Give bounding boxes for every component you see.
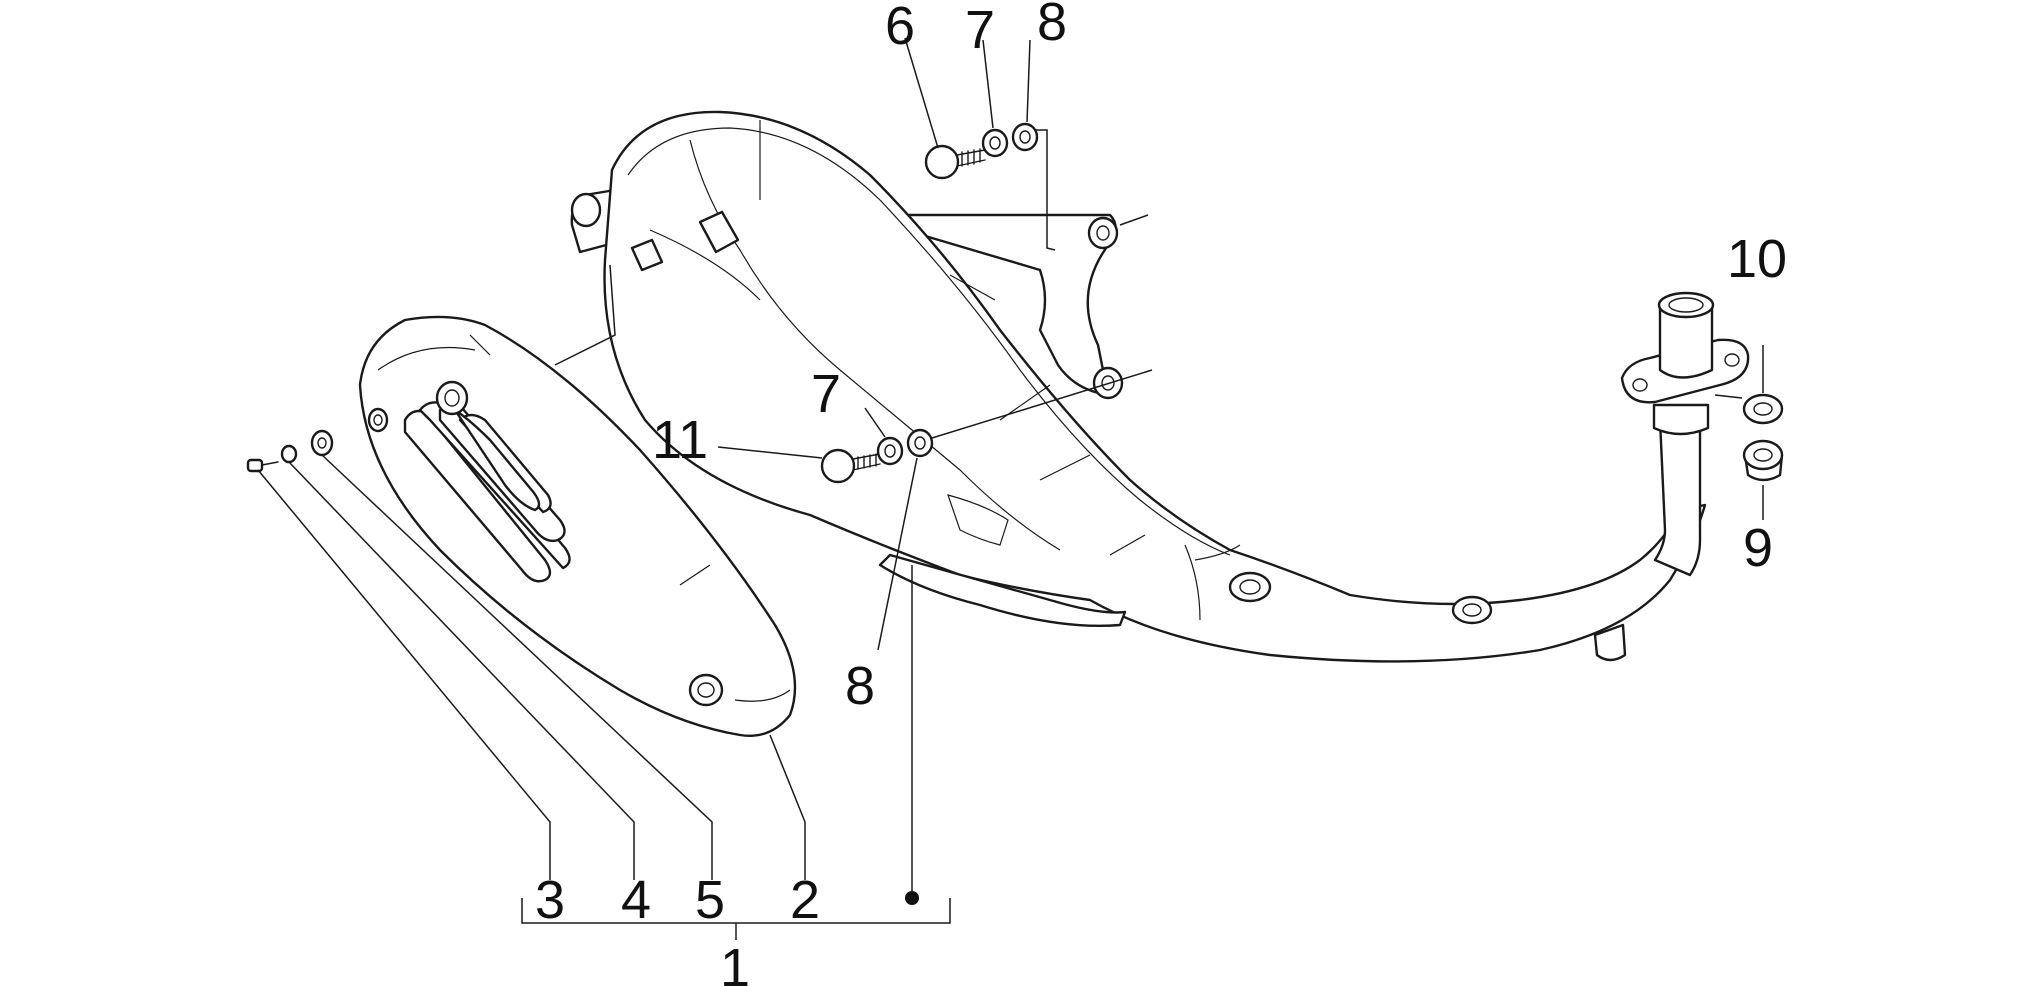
callout-11: 11 — [652, 410, 708, 470]
callout-labels: 6 7 8 7 11 8 10 9 3 4 5 2 1 — [535, 0, 1787, 986]
callout-3: 3 — [535, 870, 565, 930]
callout-5: 5 — [695, 870, 725, 930]
washer-part-7-top — [981, 128, 1009, 158]
shield-hole-top — [435, 380, 469, 416]
bolt-part-11 — [820, 448, 881, 484]
callout-8-bottom: 8 — [845, 656, 875, 716]
screw-part-3 — [246, 458, 279, 473]
callout-7-top: 7 — [965, 0, 995, 60]
heat-shield-clip-left — [630, 238, 664, 272]
washer-part-10 — [1742, 393, 1784, 425]
callout-1: 1 — [720, 938, 750, 986]
callout-6: 6 — [885, 0, 915, 56]
heat-shield — [358, 315, 797, 737]
muffler-body — [603, 110, 1707, 663]
heat-shield-clip-right — [698, 210, 740, 254]
callout-2: 2 — [790, 870, 820, 930]
washer-part-7-mid — [876, 436, 904, 466]
leader-lines — [257, 37, 1764, 940]
callout-10: 10 — [1727, 229, 1787, 289]
spacer-part-5 — [310, 429, 334, 457]
body-boss-right — [1451, 595, 1493, 625]
logo-plate — [947, 494, 1009, 546]
callout-7-mid: 7 — [811, 364, 841, 424]
washer-part-8-top — [1011, 122, 1039, 152]
shield-hole-left — [367, 407, 389, 433]
header-pipe — [1620, 291, 1750, 577]
nut-part-9 — [1742, 439, 1784, 482]
body-boss-left — [1228, 571, 1272, 603]
washer-part-4 — [280, 444, 298, 464]
callout-8-top: 8 — [1037, 0, 1067, 52]
washer-part-8-mid — [906, 428, 934, 458]
bracket-hole-upper — [1087, 216, 1119, 250]
assembly-leader-dot — [905, 891, 919, 905]
bolt-part-6 — [924, 144, 986, 180]
callout-4: 4 — [621, 870, 651, 930]
callout-9: 9 — [1743, 518, 1773, 578]
shield-hole-bottom — [688, 673, 724, 707]
